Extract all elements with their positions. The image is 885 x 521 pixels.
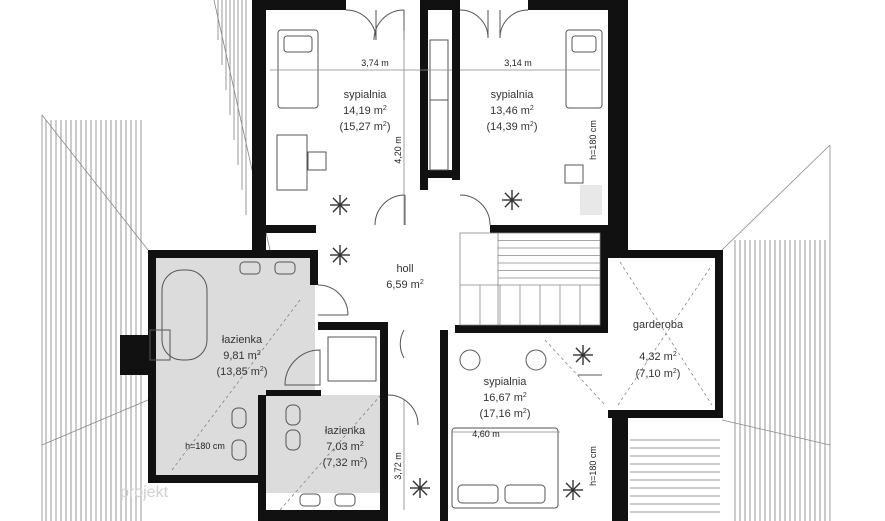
bathroom-1-name: łazienka	[222, 334, 263, 346]
bathroom-1-area: 9,81 m2	[223, 350, 261, 362]
plant-icon	[502, 190, 522, 210]
hall-area: 6,59 m2	[386, 279, 424, 291]
wardrobe-area-gross: (7,10 m2)	[636, 368, 681, 380]
bedroom-2-height: h=180 cm	[588, 120, 598, 160]
room-labels: sypialnia 14,19 m2 (15,27 m2) sypialnia …	[217, 89, 684, 469]
slope-lines	[171, 261, 713, 511]
bathroom-1-area-gross: (13,85 m2)	[217, 366, 268, 378]
bedroom-1-area-gross: (15,27 m2)	[340, 121, 391, 133]
bedroom-3-area: 16,67 m2	[483, 392, 527, 404]
furniture	[149, 29, 603, 509]
walls	[120, 0, 723, 521]
bedroom-3-area-gross: (17,16 m2)	[480, 408, 531, 420]
roof-hatching	[45, 0, 826, 521]
plant-icon	[330, 245, 350, 265]
bedroom-2-area: 13,46 m2	[490, 105, 534, 117]
dimension-lines	[270, 30, 600, 510]
bathroom-2-area: 7,03 m2	[326, 441, 364, 453]
roof-ridge-right-bottom	[721, 419, 831, 446]
bedroom-3-width: 4,60 m	[472, 429, 500, 439]
bedroom-2-width: 3,14 m	[504, 58, 532, 68]
bedroom-3-depth: 3,72 m	[393, 452, 403, 480]
bedroom-2-name: sypialnia	[491, 89, 535, 101]
bedroom-3-height: h=180 cm	[588, 446, 598, 486]
bathroom-2-floor	[265, 395, 385, 493]
bathroom-1-height: h=180 cm	[185, 441, 225, 451]
bathroom-2-name: łazienka	[325, 425, 366, 437]
desk-bedroom-2	[580, 185, 602, 215]
bedroom-2-area-gross: (14,39 m2)	[487, 121, 538, 133]
bedroom-1-width: 3,74 m	[361, 58, 389, 68]
plant-icon	[573, 345, 593, 365]
roof-ridge-right	[721, 144, 831, 251]
plant-icon	[330, 195, 350, 215]
dimension-labels: 3,74 m 3,14 m 4,20 m h=180 cm h=180 cm 4…	[185, 58, 598, 486]
plant-icon	[563, 480, 583, 500]
doors	[317, 9, 602, 426]
hall-name: holl	[396, 263, 413, 275]
wardrobe-area: 4,32 m2	[639, 351, 677, 363]
plants	[330, 190, 593, 500]
roof-ridge-left	[41, 114, 149, 251]
bedroom-3-name: sypialnia	[484, 376, 528, 388]
bedroom-1-area: 14,19 m2	[343, 105, 387, 117]
bathroom-2-area-gross: (7,32 m2)	[323, 457, 368, 469]
bedroom-1-name: sypialnia	[344, 89, 388, 101]
bedroom-1-depth: 4,20 m	[393, 136, 403, 164]
roof-ridge-left-bottom	[41, 399, 149, 446]
wardrobe-name: garderoba	[633, 319, 684, 331]
watermark: projekt	[120, 484, 169, 501]
staircase	[459, 232, 601, 326]
plant-icon	[410, 478, 430, 498]
